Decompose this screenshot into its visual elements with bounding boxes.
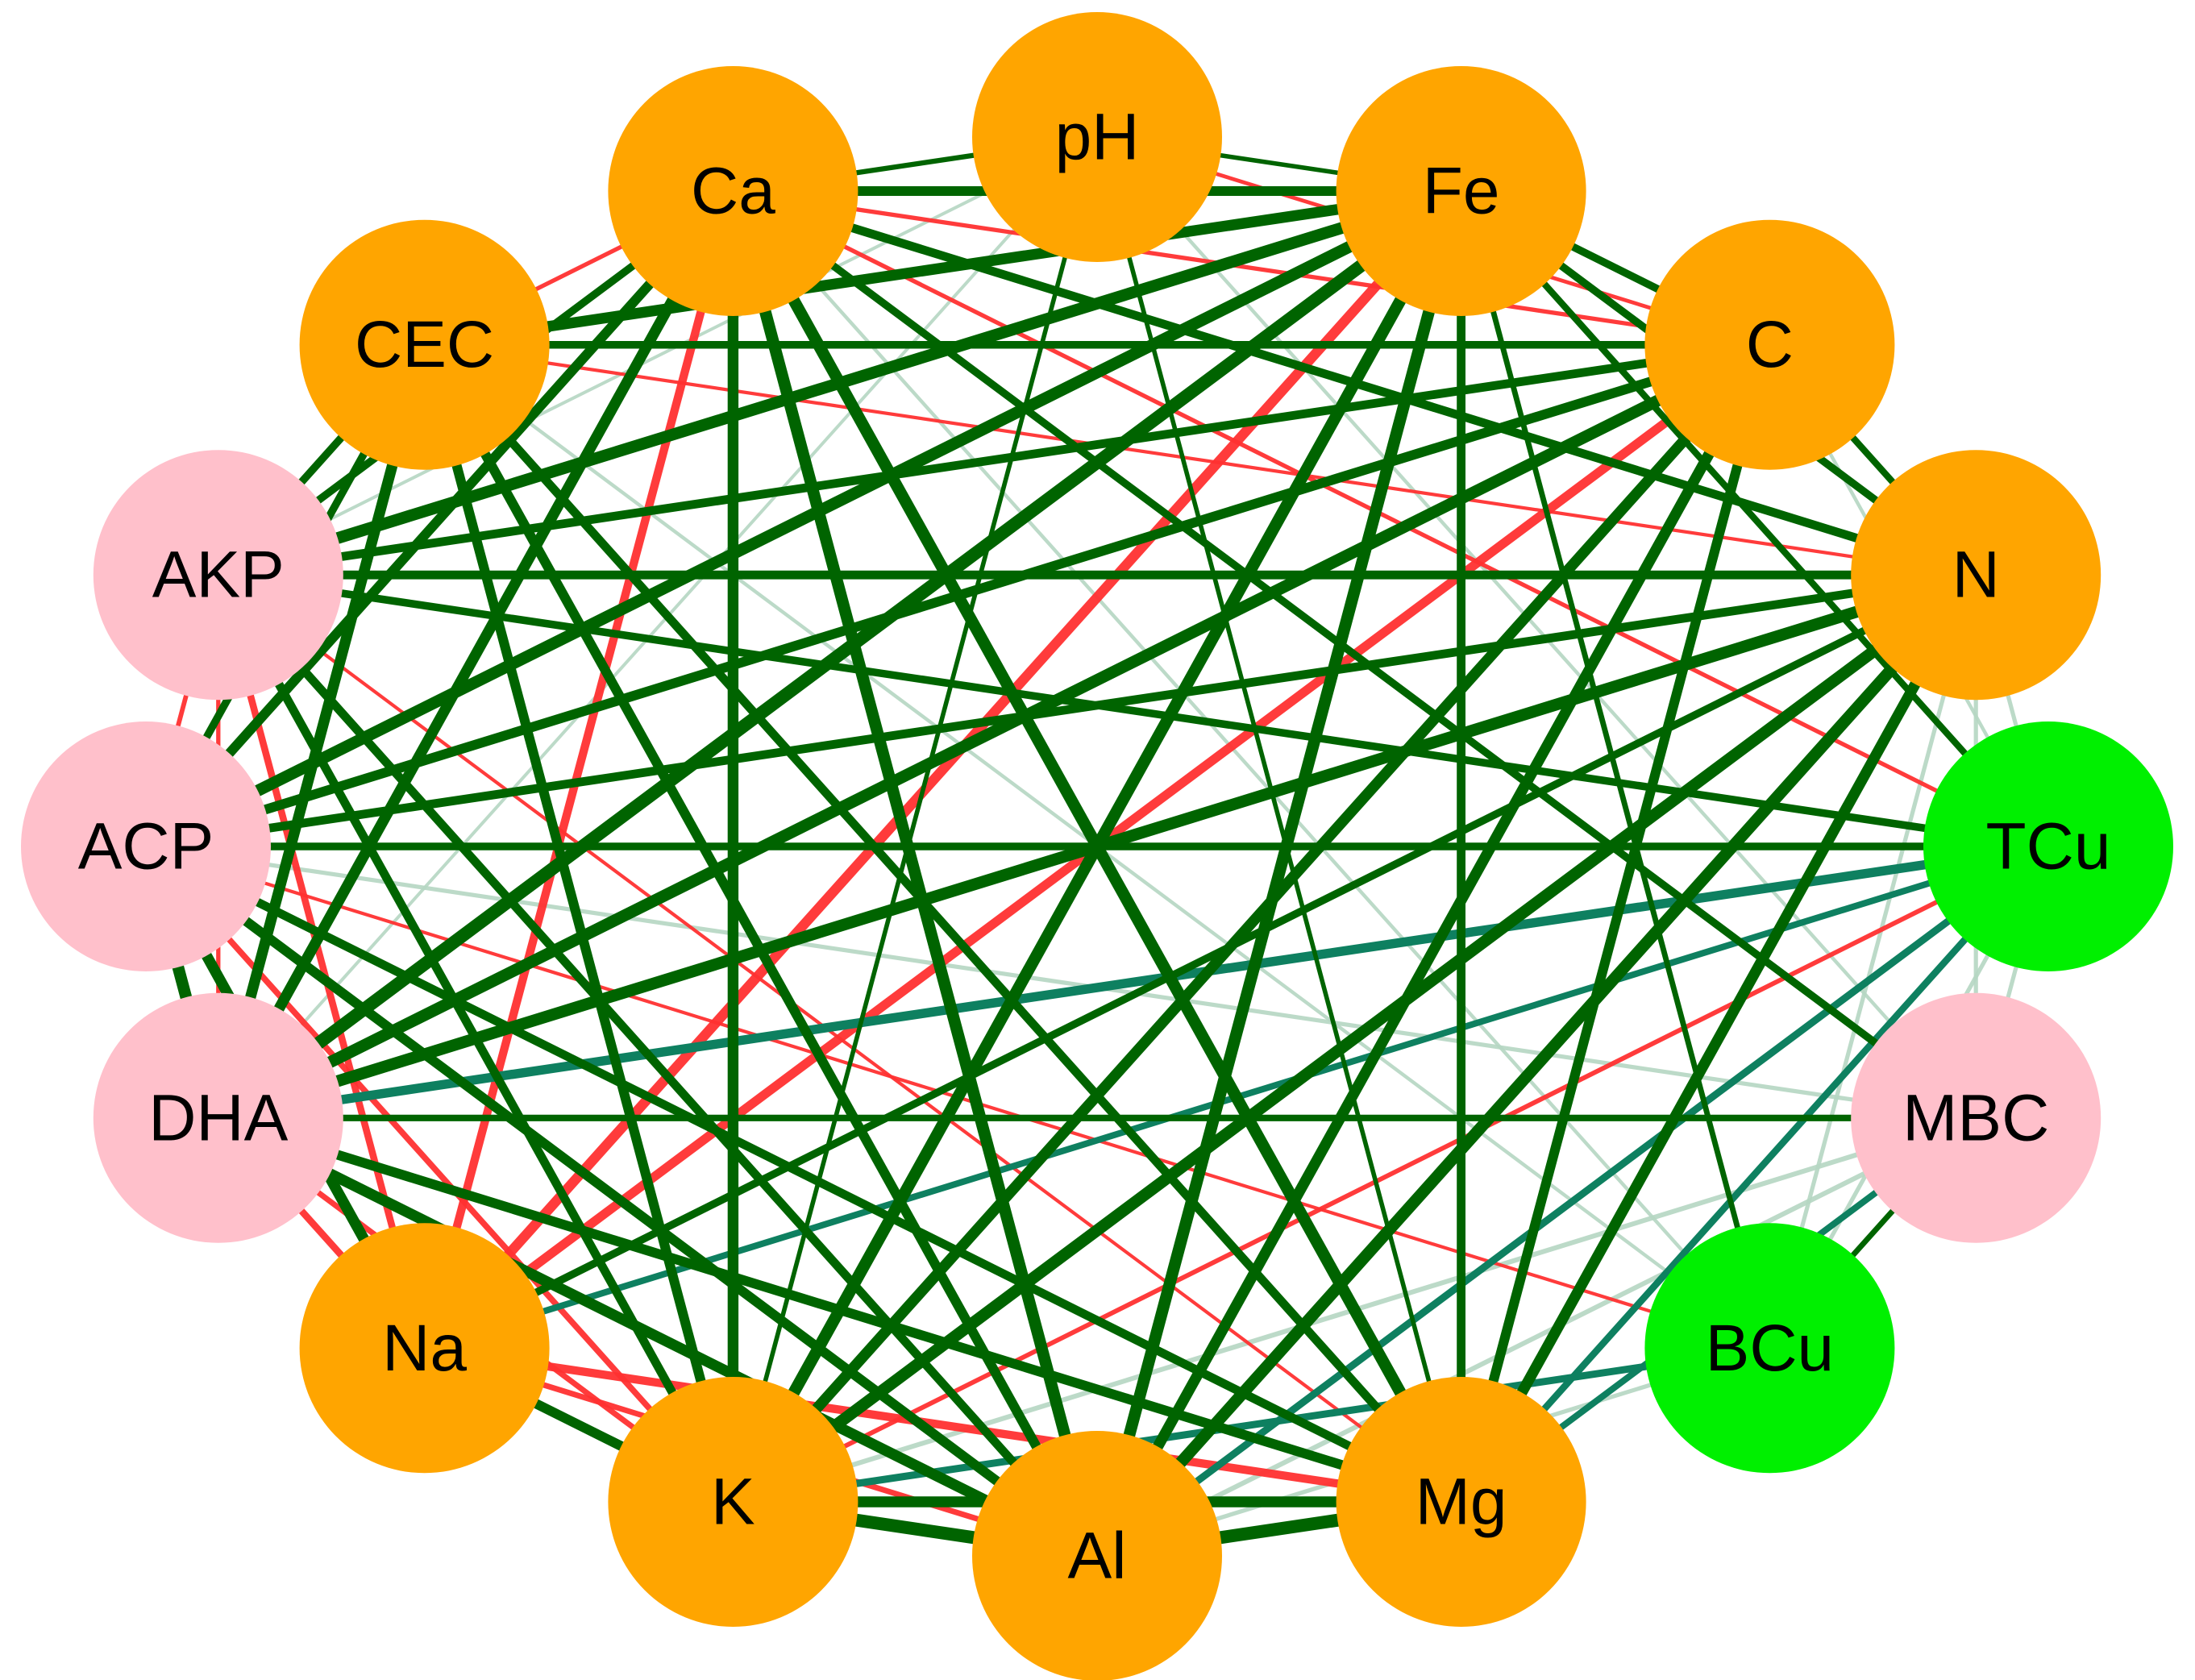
node-circle [972,12,1222,262]
edge-c-al [1092,342,1775,1559]
node-fe: Fe [1336,66,1586,316]
edge-cec-mg [421,342,1465,1505]
edge-cec-al [420,342,1102,1558]
node-akp: AKP [93,450,343,701]
edge-al-mbc [1095,1116,1977,1558]
edge-dha-mg [217,1113,1463,1507]
edge-mg-tcu [1458,844,2052,1504]
edge-c-acp [144,339,1772,851]
node-al: Al [972,1431,1222,1680]
edge-ca-acp [142,187,737,850]
node-label: N [1952,539,2000,612]
edge-fe-bcu [1458,190,1773,1349]
node-circle [608,66,858,316]
node-mg: Mg [1336,1377,1586,1627]
node-circle [299,219,550,470]
edge-akp-tcu [218,571,2049,850]
edge-fe-na [420,187,1465,1352]
node-circle [1644,1223,1895,1474]
node-circle [1923,721,2173,971]
node-label: DHA [148,1081,288,1154]
edge-acp-mbc [145,844,1977,1121]
edge-ca-n [731,186,1977,580]
node-k: K [608,1377,858,1627]
edge-n-na [422,571,1978,1352]
edge-acp-al [143,842,1100,1560]
node-label: ACP [78,810,214,884]
edge-ca-bcu [731,189,1772,1349]
edge-n-bcu [1767,574,1978,1349]
edge-c-k [729,341,1774,1506]
node-circle [1851,992,2101,1243]
node-label: pH [1055,101,1140,174]
edge-ca-al [727,189,1104,1557]
edge-fe-al [1091,189,1467,1557]
edge-akp-al [214,572,1101,1559]
node-label: MBC [1902,1081,2049,1154]
edge-n-acp [145,570,1977,851]
edge-n-mg [1456,572,1981,1505]
node-ca: Ca [608,66,858,316]
edge-fe-cec [423,185,1462,351]
edge-na-mg [423,1344,1462,1507]
node-circle [1851,450,2101,701]
node-circle [21,721,271,971]
node-label: Ca [691,155,775,228]
edge-k-bcu [732,1344,1771,1506]
node-cec: CEC [299,219,550,470]
edge-cec-dha [213,343,430,1120]
node-circle [1336,1377,1586,1627]
node-label: CEC [355,308,494,381]
node-mbc: MBC [1851,992,2101,1243]
node-dha: DHA [93,992,343,1243]
edge-c-dha [215,339,1773,1124]
node-circle [1336,66,1586,316]
node-tcu: TCu [1923,721,2173,971]
edge-acp-k [143,844,736,1504]
node-circle [1644,219,1895,470]
node-c: C [1644,219,1895,470]
edge-cec-k [419,343,738,1503]
edge-fe-tcu [1458,189,2052,849]
edge-ph-k [730,136,1100,1503]
node-label: BCu [1706,1312,1835,1385]
edge-dha-al [215,1112,1100,1561]
edge-akp-k [214,572,738,1504]
edge-ph-mg [1095,136,1464,1503]
edge-c-mg [1456,343,1775,1503]
node-bcu: BCu [1644,1223,1895,1474]
node-label: K [711,1466,755,1539]
edge-n-k [730,570,1980,1507]
node-circle [972,1431,1222,1680]
node-label: Al [1068,1520,1127,1593]
edge-dha-tcu [217,842,2049,1123]
node-circle [93,992,343,1243]
node-ph: pH [972,12,1222,262]
edge-acp-mg [143,842,1464,1506]
node-label: TCu [1986,810,2111,884]
node-acp: ACP [21,721,271,971]
edge-ph-akp [217,135,1098,576]
node-label: C [1746,308,1794,381]
edge-akp-mg [217,573,1462,1503]
node-label: AKP [152,539,285,612]
node-circle [608,1377,858,1627]
node-na: Na [299,1223,550,1474]
node-circle [299,1223,550,1474]
node-circle [93,450,343,701]
edge-ca-c [733,189,1770,347]
node-label: Mg [1416,1466,1507,1539]
edge-akp-na [214,574,428,1349]
node-n: N [1851,450,2101,701]
node-label: Fe [1423,155,1500,228]
node-label: Na [382,1312,467,1385]
